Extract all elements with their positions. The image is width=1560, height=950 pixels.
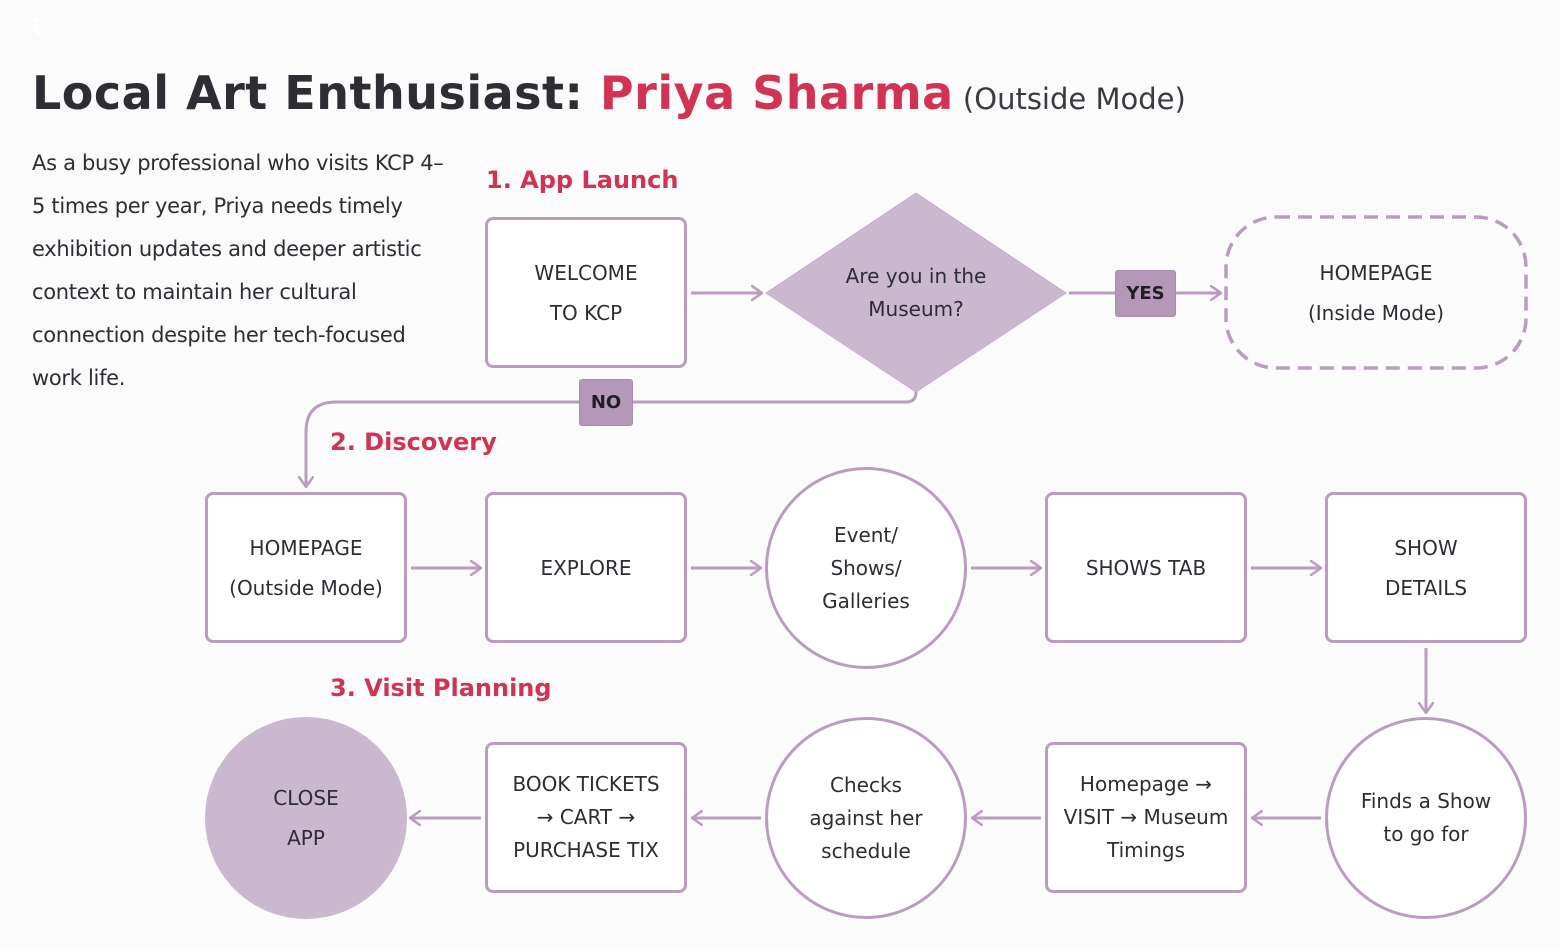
corner-mark: t bbox=[32, 8, 44, 43]
node-homepage-outside[interactable]: HOMEPAGE (Outside Mode) bbox=[205, 492, 407, 643]
persona-name: Priya Sharma bbox=[599, 66, 954, 120]
persona-description: As a busy professional who visits KCP 4–… bbox=[32, 151, 444, 390]
node-shows-tab-label: SHOWS TAB bbox=[1085, 555, 1207, 580]
section-discovery: 2. Discovery bbox=[330, 428, 497, 456]
section-visit-planning: 3. Visit Planning bbox=[330, 674, 552, 702]
title-main: Local Art Enthusiast: bbox=[32, 66, 600, 120]
node-book-tickets[interactable]: BOOK TICKETS → CART → PURCHASE TIX bbox=[485, 742, 687, 893]
node-welcome-label: WELCOME TO KCP bbox=[534, 260, 638, 325]
node-checks-schedule-label: Checks against her schedule bbox=[809, 772, 923, 863]
node-close-app-label: CLOSE APP bbox=[273, 786, 339, 850]
node-homepage-outside-label: HOMEPAGE (Outside Mode) bbox=[229, 535, 383, 600]
node-homepage-inside-label: HOMEPAGE (Inside Mode) bbox=[1307, 260, 1444, 325]
node-show-details[interactable]: SHOW DETAILS bbox=[1325, 492, 1527, 643]
page-title: Local Art Enthusiast: Priya Sharma (Outs… bbox=[32, 66, 1186, 120]
yes-badge: YES bbox=[1115, 270, 1176, 317]
node-decision-label[interactable]: Are you in the Museum? bbox=[845, 264, 987, 321]
node-finds-show[interactable]: Finds a Show to go for bbox=[1325, 717, 1527, 919]
node-close-app[interactable]: CLOSE APP bbox=[205, 717, 407, 919]
mode-label: (Outside Mode) bbox=[953, 82, 1186, 116]
node-event-shows-label: Event/ Shows/ Galleries bbox=[822, 522, 910, 613]
node-shows-tab[interactable]: SHOWS TAB bbox=[1045, 492, 1247, 643]
no-badge: NO bbox=[579, 379, 633, 426]
node-finds-show-label: Finds a Show to go for bbox=[1360, 789, 1492, 846]
node-visit-timings[interactable]: Homepage → VISIT → Museum Timings bbox=[1045, 742, 1247, 893]
node-book-tickets-label: BOOK TICKETS → CART → PURCHASE TIX bbox=[512, 772, 660, 862]
node-show-details-label: SHOW DETAILS bbox=[1384, 535, 1468, 600]
homepage-inside-outline bbox=[1224, 215, 1528, 370]
node-explore-label: EXPLORE bbox=[540, 555, 632, 580]
edge-decision-no bbox=[306, 391, 918, 487]
node-homepage-inside[interactable]: HOMEPAGE (Inside Mode) bbox=[1226, 217, 1526, 368]
node-explore[interactable]: EXPLORE bbox=[485, 492, 687, 643]
node-event-shows[interactable]: Event/ Shows/ Galleries bbox=[765, 467, 967, 669]
node-welcome[interactable]: WELCOME TO KCP bbox=[485, 217, 687, 368]
section-app-launch: 1. App Launch bbox=[486, 166, 679, 194]
node-visit-timings-label: Homepage → VISIT → Museum Timings bbox=[1063, 772, 1229, 862]
node-checks-schedule[interactable]: Checks against her schedule bbox=[765, 717, 967, 919]
